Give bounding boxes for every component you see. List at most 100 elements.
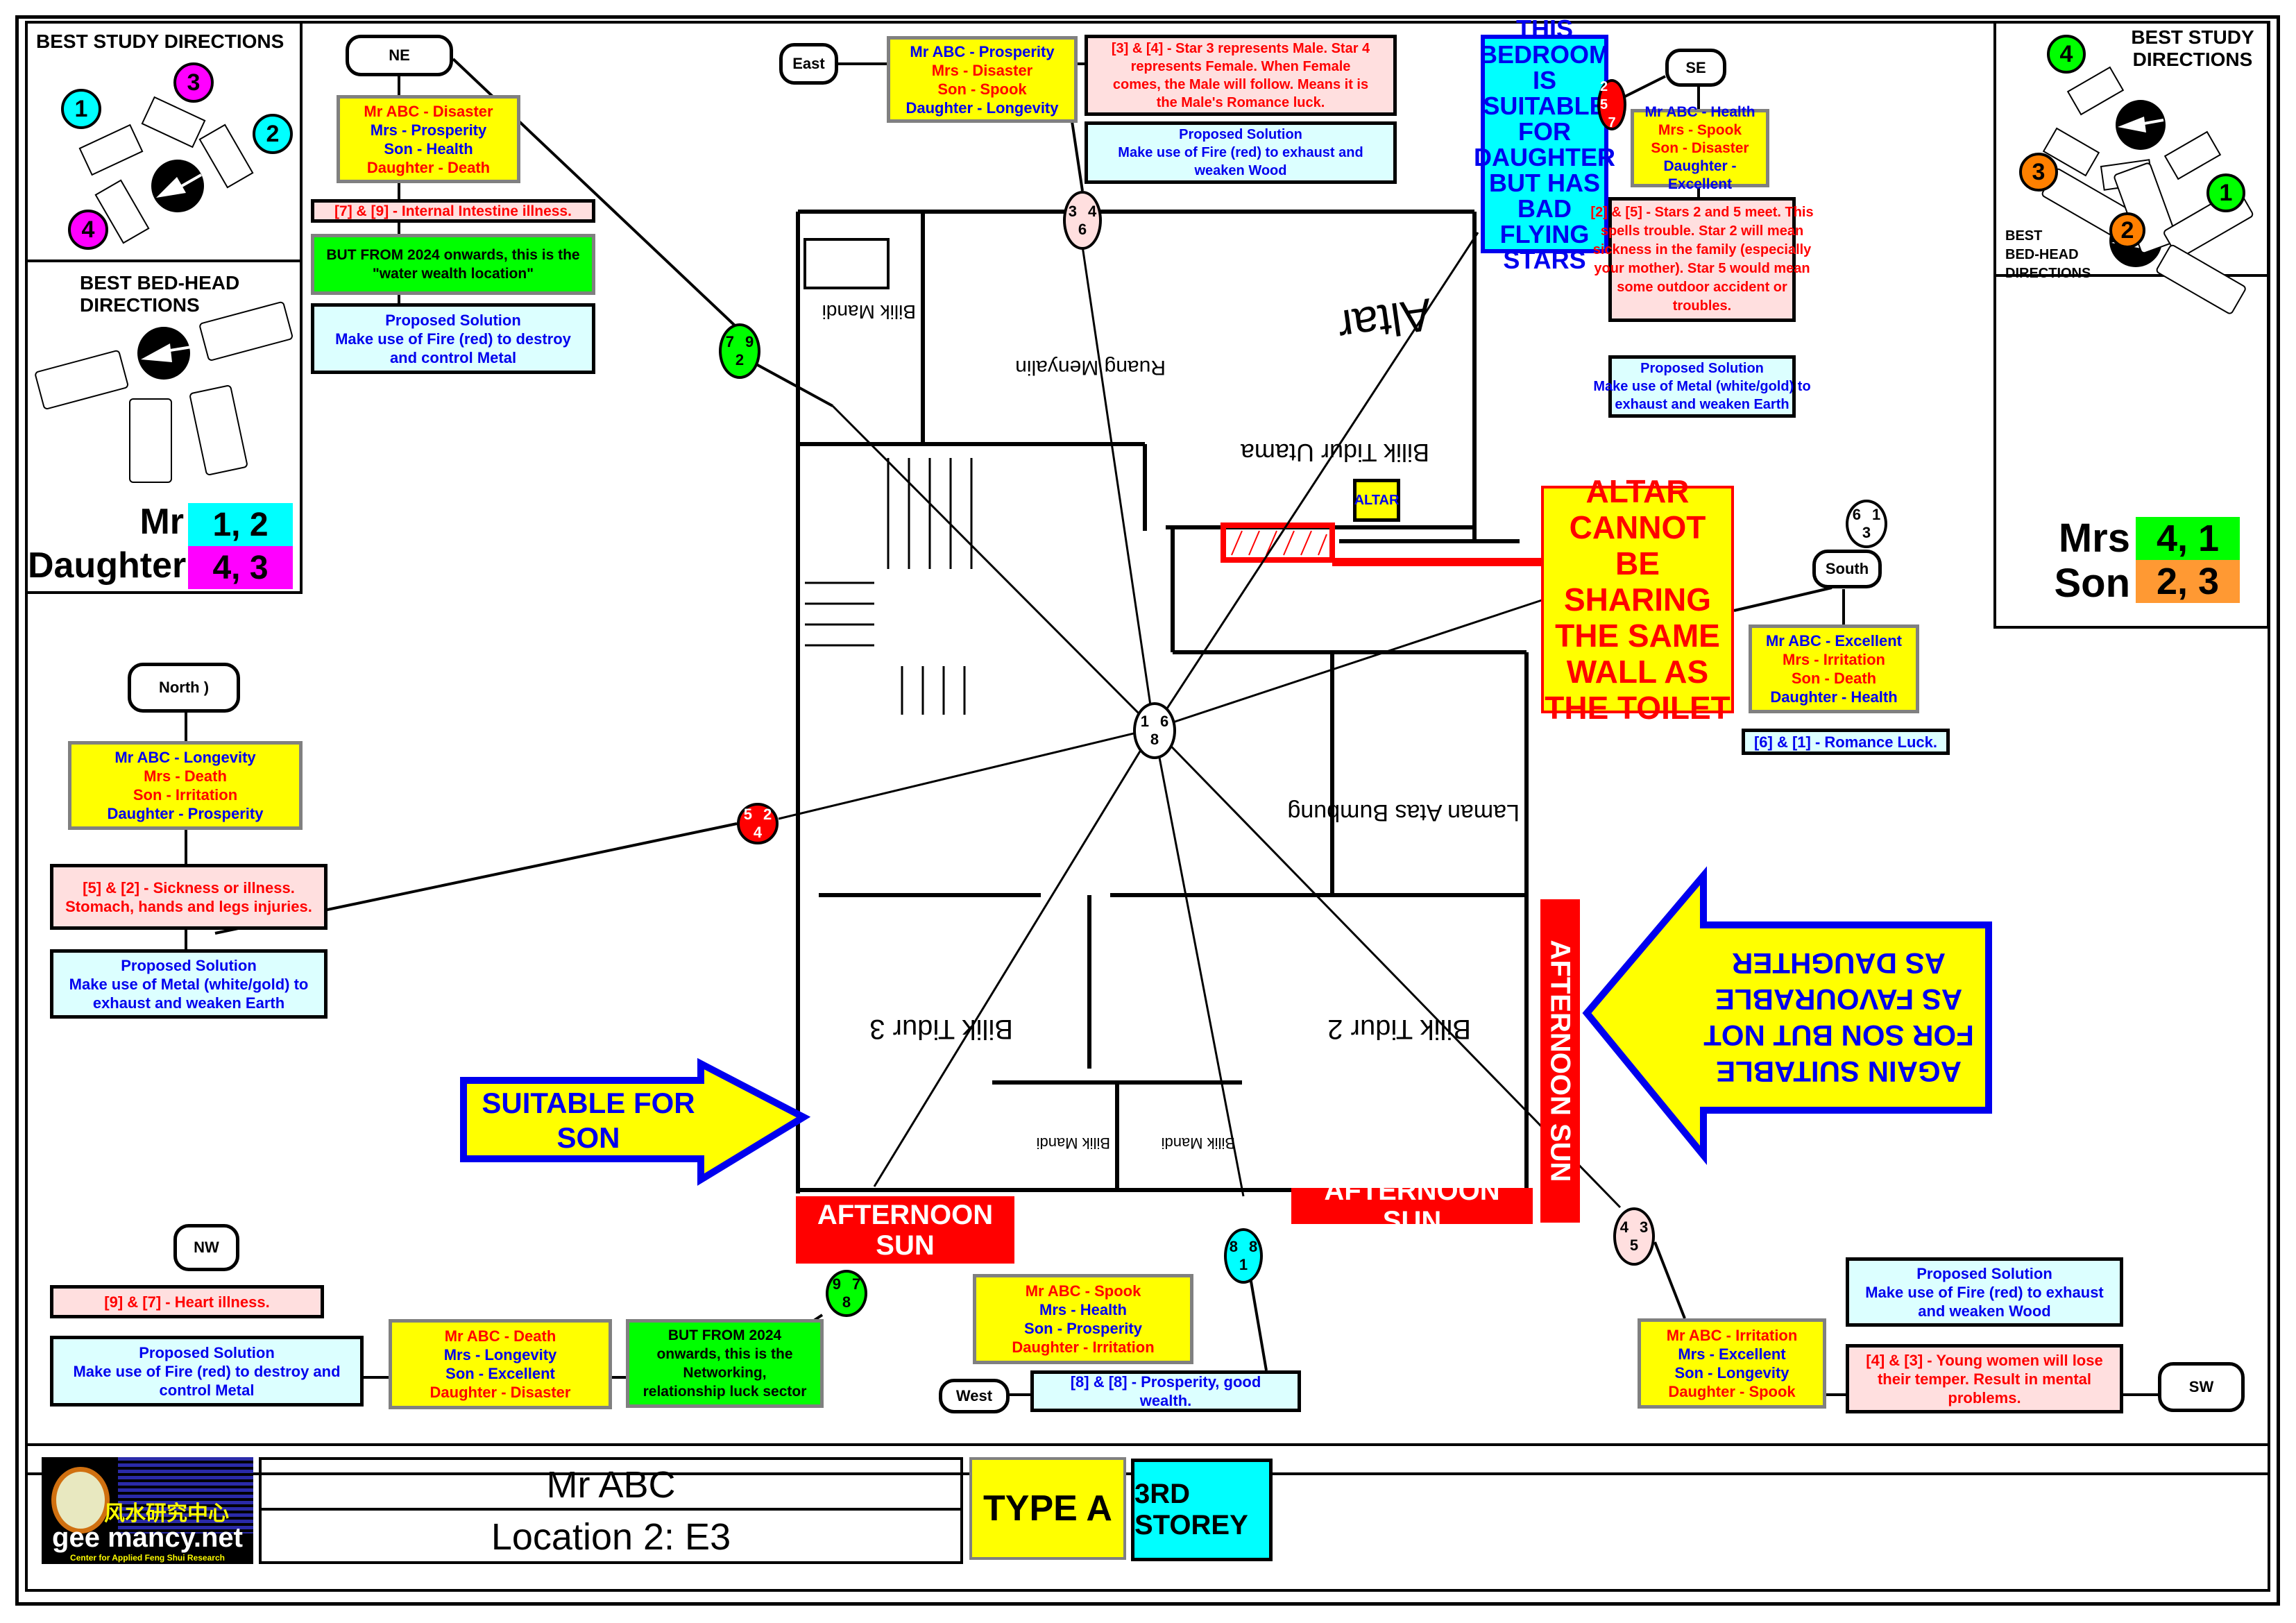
- bed-head-title-line: DIRECTIONS: [2005, 266, 2091, 281]
- altar-warning-callout: ALTAR CANNOT BE SHARING THE SAME WALL AS…: [1541, 473, 1734, 726]
- callout-line: WALL AS: [1566, 654, 1709, 690]
- suitable-son-callout: SUITABLE FOR SON: [464, 1086, 713, 1155]
- solution-line: Make use of Fire (red) to exhaust: [1865, 1283, 2104, 1301]
- direction-label-sw: SW: [2158, 1362, 2245, 1412]
- green-note-nw: BUT FROM 2024 onwards, this is the Netwo…: [626, 1319, 824, 1408]
- solution-line: Proposed Solution: [1640, 361, 1764, 376]
- legend-label-mrs: Mrs: [2058, 516, 2130, 561]
- star-numbers-top: 2 5: [1600, 79, 1608, 112]
- desk-icon: [94, 179, 150, 244]
- family-line: Son - Longevity: [1674, 1364, 1789, 1382]
- bed-head-title-line: BED-HEAD: [2005, 247, 2079, 262]
- note-line: [5] & [2] - Sickness or illness.: [83, 878, 295, 897]
- callout-line: SUITABLE FOR: [482, 1087, 695, 1119]
- star-note-ne: [7] & [9] - Internal Intestine illness.: [311, 199, 595, 223]
- solution-line: exhaust and weaken Earth: [92, 994, 285, 1012]
- family-line: Mrs - Longevity: [443, 1346, 557, 1363]
- star-note-west: [8] & [8] - Prosperity, good wealth.: [1030, 1370, 1301, 1412]
- solution-box-east: Proposed Solution Make use of Fire (red)…: [1085, 121, 1397, 184]
- family-line: Son - Spook: [937, 80, 1027, 98]
- star-oval-sw: 4 3 5: [1613, 1207, 1655, 1266]
- star-numbers-bottom: 1: [1239, 1256, 1248, 1273]
- study-number-1: 1: [61, 89, 101, 129]
- study-title-line: DIRECTIONS: [2132, 49, 2253, 70]
- callout-line: CANNOT BE: [1569, 509, 1706, 581]
- room-label: Bilik Mandi: [1037, 1135, 1110, 1152]
- family-line: Daughter - Disaster: [430, 1384, 571, 1401]
- family-line: Mr ABC - Longevity: [114, 749, 256, 766]
- green-note-line: "water wealth location": [372, 266, 534, 282]
- family-box-nw: Mr ABC - Death Mrs - Longevity Son - Exc…: [389, 1319, 612, 1409]
- desk-icon: [2066, 66, 2125, 116]
- callout-line: AGAIN SUITABLE: [1716, 1055, 1962, 1088]
- star-numbers-bottom: 4: [753, 824, 763, 841]
- desk-icon: [2042, 127, 2100, 177]
- note-line: [8] & [8] - Prosperity, good: [1070, 1373, 1261, 1391]
- solution-line: Proposed Solution: [121, 956, 257, 974]
- solution-line: exhaust and weaken Earth: [1615, 397, 1789, 412]
- star-numbers-bottom: 6: [1078, 220, 1087, 238]
- callout-line: SON: [556, 1121, 620, 1154]
- star-numbers-top: 4 3: [1619, 1218, 1649, 1236]
- solution-line: Make use of Fire (red) to destroy: [335, 330, 571, 348]
- solution-box-ne: Proposed Solution Make use of Fire (red)…: [311, 303, 595, 374]
- direction-label-nw: NW: [173, 1224, 239, 1271]
- stair-treads: [805, 458, 973, 715]
- green-note-line: BUT FROM 2024 onwards, this is the: [326, 247, 580, 263]
- note-line: the Male's Romance luck.: [1156, 94, 1325, 110]
- solution-box-sw: Proposed Solution Make use of Fire (red)…: [1846, 1257, 2123, 1327]
- green-note-line: BUT FROM 2024: [667, 1327, 782, 1343]
- star-oval-west: 8 8 1: [1224, 1228, 1263, 1284]
- again-suitable-callout: AGAIN SUITABLE FOR SON BUT NOT AS FAVOUR…: [1693, 926, 1984, 1108]
- solution-line: Make use of Fire (red) to exhaust and: [1118, 145, 1363, 160]
- family-box-north: Mr ABC - Longevity Mrs - Death Son - Irr…: [68, 741, 303, 830]
- study-title-line: BEST STUDY: [2131, 26, 2254, 48]
- floor-plan-walls: [796, 210, 1529, 1193]
- solution-line: control Metal: [159, 1381, 255, 1399]
- star-numbers-bottom: 8: [842, 1293, 851, 1311]
- desk-icon: [198, 124, 254, 189]
- study-number-2: 2: [253, 114, 293, 154]
- family-line: Son - Prosperity: [1024, 1320, 1142, 1337]
- again-suitable-arrow: [1582, 866, 1992, 1165]
- star-note-se: [2] & [5] - Stars 2 and 5 meet. This spe…: [1590, 197, 1814, 322]
- family-box-se: Mr ABC - Health Mrs - Spook Son - Disast…: [1631, 104, 1769, 192]
- study-number-2: 2: [2109, 212, 2145, 248]
- right-bed-head-title: BEST BED-HEAD DIRECTIONS: [2005, 227, 2091, 283]
- family-line: Mrs - Irritation: [1783, 651, 1885, 668]
- direction-label-east: East: [779, 43, 838, 85]
- client-title-box: [259, 1457, 963, 1564]
- desk-icon: [78, 124, 144, 176]
- bed-icon: [2156, 244, 2246, 314]
- family-line: Mrs - Excellent: [1678, 1345, 1786, 1363]
- bed-head-title: BEST BED-HEAD DIRECTIONS: [80, 272, 260, 316]
- legend-label-daughter: Daughter: [28, 545, 187, 586]
- solution-line: Proposed Solution: [385, 311, 521, 329]
- solution-line: Proposed Solution: [139, 1343, 275, 1361]
- solution-line: Proposed Solution: [1179, 127, 1302, 142]
- study-number-1: 1: [2206, 173, 2245, 212]
- family-line: Mrs - Disaster: [931, 61, 1033, 79]
- star-oval-nw: 9 7 8: [826, 1270, 867, 1317]
- family-line: Daughter - Death: [366, 158, 491, 176]
- family-box-west: Mr ABC - Spook Mrs - Health Son - Prospe…: [973, 1274, 1193, 1364]
- legend-value-mr: 1, 2: [188, 503, 293, 546]
- callout-line: THE TOILET: [1545, 690, 1730, 726]
- green-note-line: Networking,: [683, 1365, 767, 1381]
- family-line: Daughter - Longevity: [905, 99, 1059, 117]
- divider: [25, 260, 303, 262]
- desk-icon: [141, 96, 206, 148]
- star-note-north: [5] & [2] - Sickness or illness. Stomach…: [50, 864, 328, 930]
- bed-head-title-line: BEST BED-HEAD: [80, 272, 240, 294]
- afternoon-sun-label-west: AFTERNOON SUN: [796, 1196, 1014, 1264]
- solution-line: Proposed Solution: [1916, 1264, 2052, 1282]
- note-line: spells trouble. Star 2 will mean: [1600, 223, 1804, 239]
- star-numbers-bottom: 8: [1150, 731, 1159, 748]
- star-numbers-top: 1 6: [1140, 713, 1169, 730]
- family-line: Daughter - Health: [1770, 688, 1898, 706]
- callout-line: THIS: [1515, 14, 1573, 43]
- family-line: Mrs - Prosperity: [370, 121, 487, 139]
- yin-yang-icon: [51, 1467, 110, 1533]
- room-label: Laman Atas Bumbung: [1287, 799, 1520, 826]
- solution-box-north: Proposed Solution Make use of Metal (whi…: [50, 949, 328, 1019]
